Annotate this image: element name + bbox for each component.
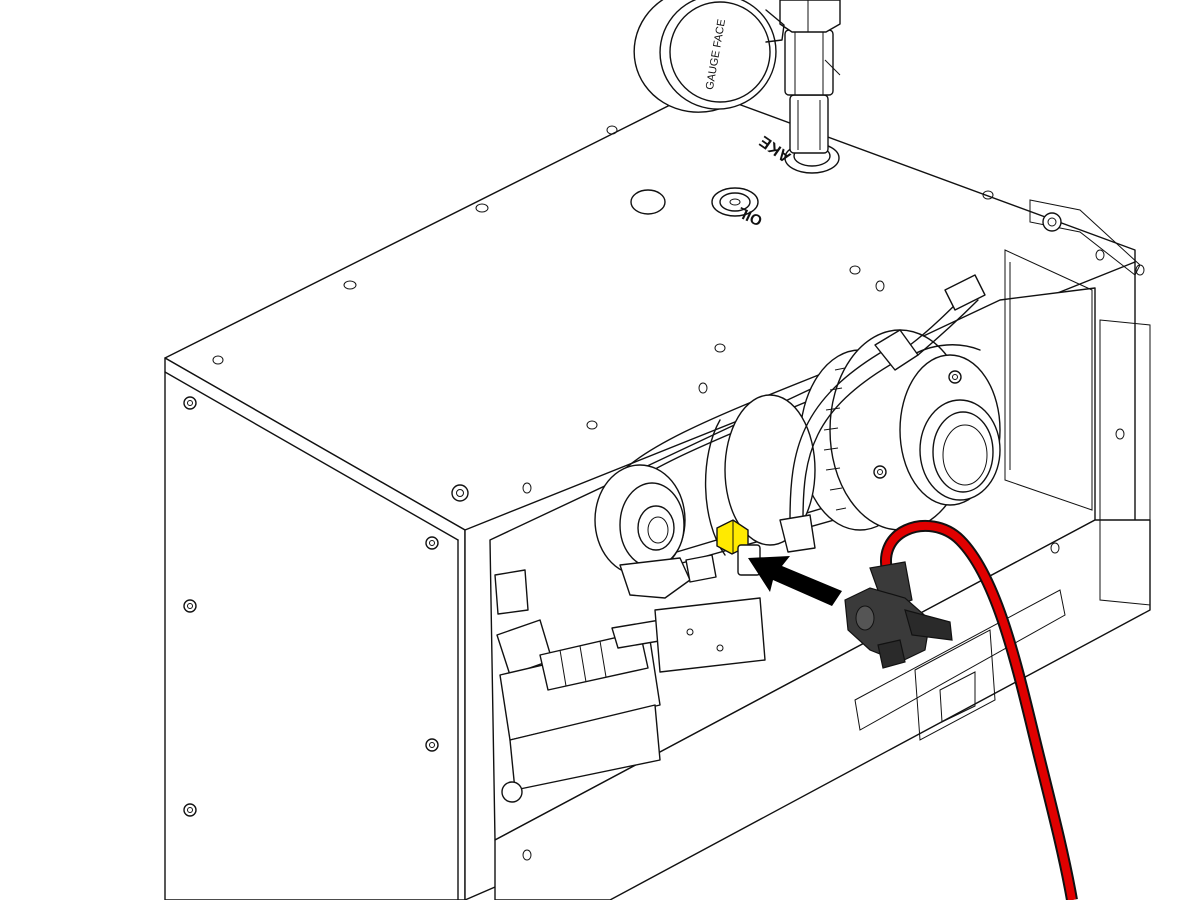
housing-bolts xyxy=(183,125,1145,861)
oil-fill-port xyxy=(630,187,759,217)
red-hose xyxy=(882,521,1076,900)
pressure-gauge xyxy=(633,0,785,113)
arrow-icon xyxy=(748,556,842,606)
small-pulley xyxy=(594,464,717,599)
large-pulley xyxy=(799,329,1001,531)
highlighted-fitting xyxy=(716,519,761,576)
oil-line-tube xyxy=(779,274,986,553)
intake-fitting xyxy=(779,0,841,154)
ball-valve xyxy=(844,561,953,669)
solenoid-valve-assembly xyxy=(494,569,766,803)
housing-end-plate xyxy=(164,357,466,900)
base-rail xyxy=(494,519,1151,900)
